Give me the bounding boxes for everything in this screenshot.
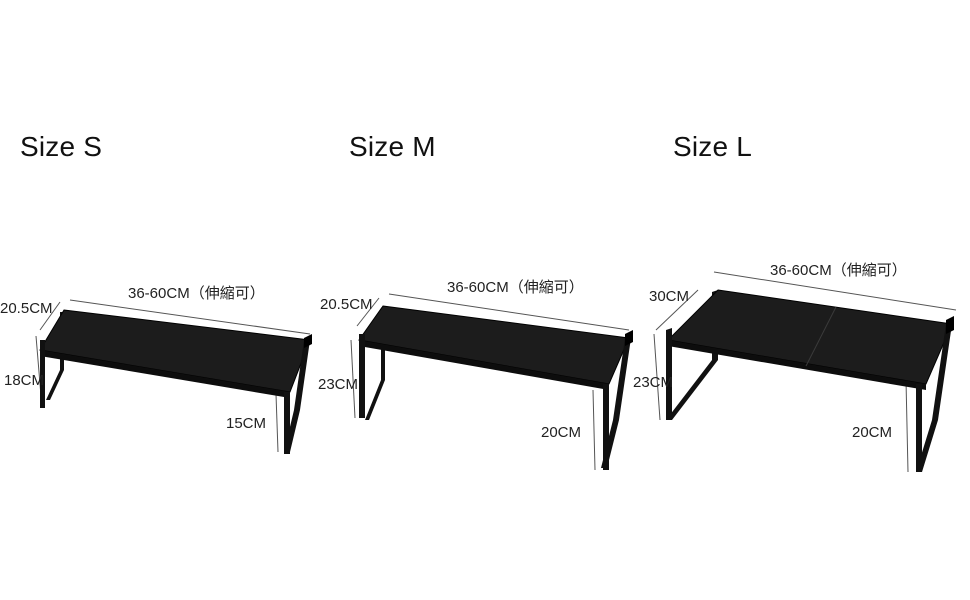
size-l-right-end-cap: [946, 316, 954, 334]
size-m-shelf-top: [358, 305, 630, 385]
size-l-depth-dimension-line: [655, 289, 699, 331]
size-s-width-label: 36-60CM（伸縮可）: [128, 285, 265, 302]
size-l-left-height-dimension-line: [653, 333, 661, 421]
size-m-front-left-leg: [359, 334, 365, 418]
size-s-panel: Size S 36-60CM（伸縮可） 20.5CM 18CM 15CM: [0, 0, 323, 600]
size-l-width-dimension-line: [713, 271, 957, 311]
size-m-back-left-leg: [365, 308, 385, 420]
size-m-back-right-leg: [601, 338, 631, 468]
size-m-right-height-label: 20CM: [541, 424, 582, 441]
size-s-right-height-label: 15CM: [226, 415, 267, 432]
size-s-left-height-label: 18CM: [4, 372, 45, 389]
size-l-right-height-dimension-line: [905, 379, 909, 473]
size-m-width-dimension-line: [388, 293, 630, 331]
size-s-back-left-leg: [46, 312, 64, 400]
size-l-width-label: 36-60CM（伸縮可）: [770, 262, 907, 279]
size-l-front-left-leg: [666, 328, 672, 420]
size-s-front-left-leg: [40, 340, 45, 408]
size-l-extension-seam: [805, 306, 837, 367]
size-s-shelf-top: [39, 309, 311, 393]
size-s-title: Size S: [20, 131, 103, 162]
size-s-depth-label: 20.5CM: [0, 300, 53, 317]
size-l-depth-label: 30CM: [649, 288, 690, 305]
size-l-panel: Size L 36-60CM（伸縮可） 30CM 23CM 20CM: [633, 0, 969, 600]
size-l-left-height-label: 23CM: [633, 374, 674, 391]
size-s-shelf-front-edge: [40, 350, 290, 398]
size-l-back-right-leg: [916, 324, 952, 472]
size-m-left-height-dimension-line: [350, 339, 356, 419]
size-s-right-height-dimension-line: [275, 393, 279, 453]
size-m-depth-label: 20.5CM: [320, 296, 373, 313]
size-s-back-right-leg: [284, 340, 310, 452]
size-m-left-height-label: 23CM: [318, 376, 359, 393]
size-m-width-label: 36-60CM（伸縮可）: [447, 279, 584, 296]
size-l-shelf-illustration: [653, 271, 957, 473]
size-m-right-end-cap: [625, 330, 633, 346]
size-s-width-dimension-line: [69, 299, 311, 335]
size-m-right-height-dimension-line: [592, 389, 596, 471]
size-m-shelf-illustration: [350, 293, 633, 471]
size-s-depth-dimension-line: [39, 301, 61, 331]
size-m-depth-dimension-line: [356, 297, 380, 327]
size-l-front-right-leg: [916, 384, 922, 472]
size-s-right-end-cap: [304, 334, 312, 348]
size-s-front-right-leg: [284, 392, 290, 454]
size-s-shelf-illustration: [35, 299, 312, 454]
size-l-title: Size L: [673, 131, 753, 162]
size-m-title: Size M: [349, 131, 436, 162]
size-m-front-right-leg: [603, 384, 609, 470]
size-m-panel: Size M 36-60CM（伸縮可） 20.5CM 23CM 20CM: [318, 0, 646, 600]
size-m-shelf-front-edge: [359, 340, 609, 390]
size-l-right-height-label: 20CM: [852, 424, 893, 441]
size-l-shelf-front-edge: [668, 340, 926, 390]
